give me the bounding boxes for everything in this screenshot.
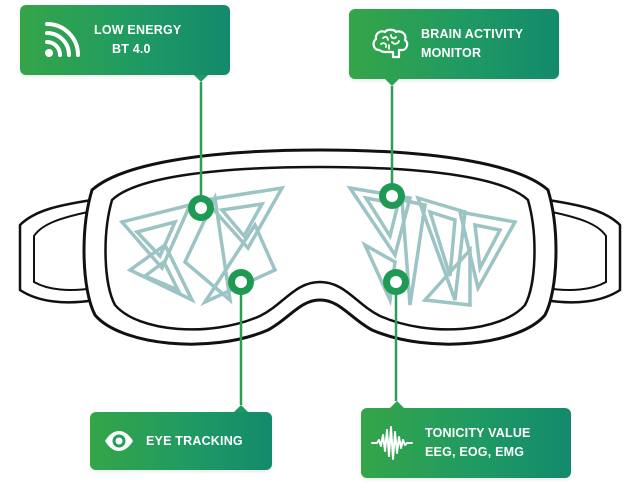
- callout-pointer: [234, 405, 248, 412]
- right-strap-inner: [545, 211, 607, 291]
- connector-lines: [199, 82, 398, 405]
- callout-pointer: [385, 79, 399, 86]
- brain-icon: [371, 28, 409, 60]
- left-strap-inner: [33, 211, 95, 291]
- callout-eye-tracking-text: EYE TRACKING: [146, 432, 243, 451]
- sensor-points: [188, 183, 409, 295]
- callout-low-energy: LOW ENERGY BT 4.0: [20, 5, 230, 82]
- callout-low-energy-line1: LOW ENERGY: [94, 23, 182, 37]
- wifi-signal-icon: [42, 20, 82, 60]
- callout-brain-activity-line2: MONITOR: [421, 46, 482, 60]
- callout-eye-tracking-line1: EYE TRACKING: [146, 433, 243, 448]
- callout-pointer: [390, 401, 404, 408]
- callout-eye-tracking: EYE TRACKING: [90, 405, 272, 470]
- sensor-energy: [188, 195, 214, 221]
- right-strap: [544, 198, 622, 304]
- callout-tonicity-value-line1: TONICITY VALUE: [425, 426, 531, 440]
- waveform-icon: [371, 425, 413, 461]
- callout-tonicity-value-text: TONICITY VALUE EEG, EOG, EMG: [425, 424, 531, 462]
- callout-brain-activity: BRAIN ACTIVITY MONITOR: [349, 9, 559, 86]
- callout-tonicity-value: TONICITY VALUE EEG, EOG, EMG: [361, 401, 571, 478]
- left-lens-pattern: [118, 185, 286, 307]
- callout-tonicity-value-line2: EEG, EOG, EMG: [425, 445, 525, 459]
- callout-brain-activity-line1: BRAIN ACTIVITY: [421, 27, 524, 41]
- callout-low-energy-line2: BT 4.0: [112, 42, 151, 56]
- sensor-eye: [228, 269, 254, 295]
- callout-brain-activity-text: BRAIN ACTIVITY MONITOR: [421, 25, 523, 63]
- left-strap: [18, 198, 96, 304]
- sensor-tonicity: [383, 269, 409, 295]
- eye-icon: [104, 430, 134, 452]
- callout-low-energy-text: LOW ENERGY BT 4.0: [94, 21, 181, 59]
- sensor-brain: [379, 183, 405, 209]
- callout-pointer: [194, 75, 208, 82]
